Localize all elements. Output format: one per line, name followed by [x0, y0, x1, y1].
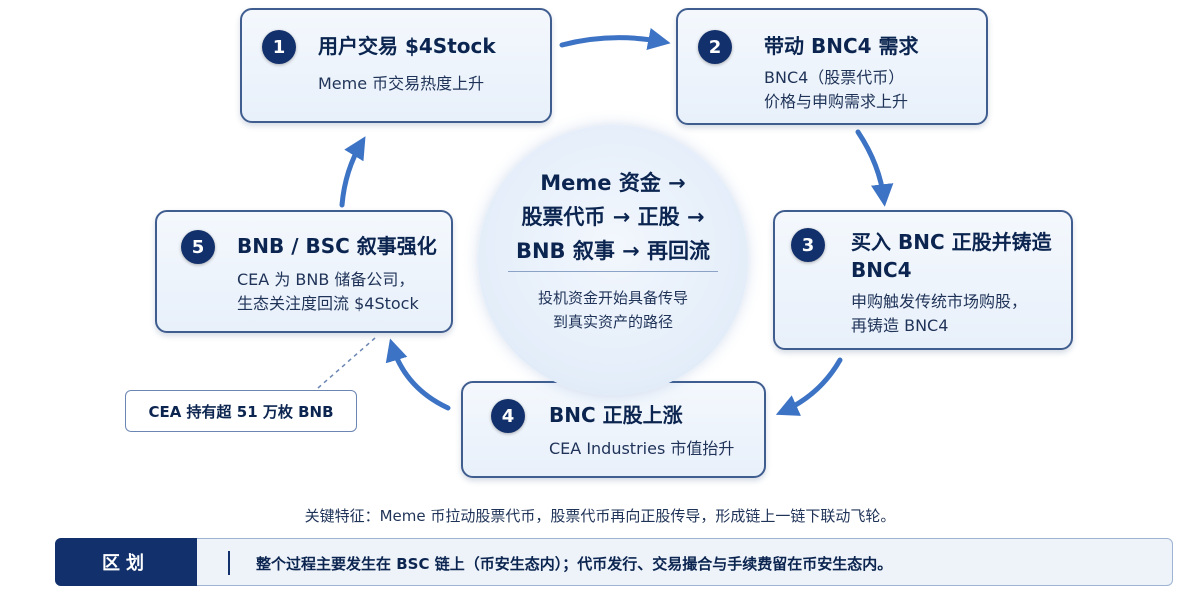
- step-number: 1: [262, 30, 296, 64]
- center-subtitle: 投机资金开始具备传导: [537, 289, 688, 307]
- step-2-box: 2 带动 BNC4 需求 BNC4（股票代币） 价格与申购需求上升: [676, 8, 988, 125]
- arrow-4-to-5-icon: [385, 338, 451, 411]
- step-number: 4: [491, 399, 525, 433]
- arrow-2-to-3-icon: [855, 129, 894, 207]
- step-desc: 生态关注度回流 $4Stock: [237, 294, 419, 313]
- center-line: Meme 资金 →: [540, 171, 686, 195]
- center-subtitle: 到真实资产的路径: [552, 313, 673, 331]
- step-desc: 价格与申购需求上升: [764, 92, 909, 111]
- key-feature-text: 关键特征：Meme 币拉动股票代币，股票代币再向正股传导，形成链上一链下联动飞轮…: [304, 507, 896, 525]
- step-title: BNC 正股上涨: [549, 403, 683, 427]
- step-desc: 再铸造 BNC4: [851, 316, 949, 335]
- step-1-box: 1 用户交易 $4Stock Meme 币交易热度上升: [240, 8, 552, 123]
- arrow-3-to-4-icon: [775, 357, 843, 416]
- divider: [508, 271, 718, 272]
- step-5-box: 5 BNB / BSC 叙事强化 CEA 为 BNB 储备公司， 生态关注度回流…: [155, 210, 453, 333]
- divider: [228, 551, 230, 575]
- step-4-box: 4 BNC 正股上涨 CEA Industries 市值抬升: [461, 381, 766, 478]
- step-number: 3: [791, 228, 825, 262]
- bnb-holding-note: CEA 持有超 51 万枚 BNB: [125, 390, 357, 432]
- distinction-text: 整个过程主要发生在 BSC 链上（币安生态内）；代币发行、交易撮合与手续费留在币…: [256, 554, 893, 573]
- step-desc: CEA Industries 市值抬升: [549, 439, 735, 458]
- step-desc: BNC4（股票代币）: [764, 68, 905, 87]
- step-title: BNB / BSC 叙事强化: [237, 234, 437, 258]
- step-number: 5: [181, 230, 215, 264]
- step-title: BNC4: [851, 258, 912, 282]
- step-title: 带动 BNC4 需求: [764, 34, 919, 58]
- center-summary-circle: Meme 资金 → 股票代币 → 正股 → BNB 叙事 → 再回流 投机资金开…: [478, 125, 748, 395]
- step-title: 用户交易 $4Stock: [318, 34, 496, 58]
- step-3-box: 3 买入 BNC 正股并铸造 BNC4 申购触发传统市场购股， 再铸造 BNC4: [773, 210, 1073, 350]
- center-line: BNB 叙事 → 再回流: [515, 239, 711, 263]
- distinction-label: 区划: [55, 538, 197, 586]
- step-desc: Meme 币交易热度上升: [318, 74, 485, 93]
- step-desc: CEA 为 BNB 储备公司，: [237, 270, 415, 289]
- step-number: 2: [698, 30, 732, 64]
- arrow-1-to-2-icon: [559, 27, 671, 51]
- distinction-bar: 区划 整个过程主要发生在 BSC 链上（币安生态内）；代币发行、交易撮合与手续费…: [55, 538, 1173, 586]
- note-connector: [317, 337, 376, 389]
- step-title: 买入 BNC 正股并铸造: [851, 230, 1052, 254]
- center-line: 股票代币 → 正股 →: [521, 205, 705, 229]
- step-desc: 申购触发传统市场购股，: [851, 292, 1028, 311]
- arrow-5-to-1-icon: [339, 136, 366, 208]
